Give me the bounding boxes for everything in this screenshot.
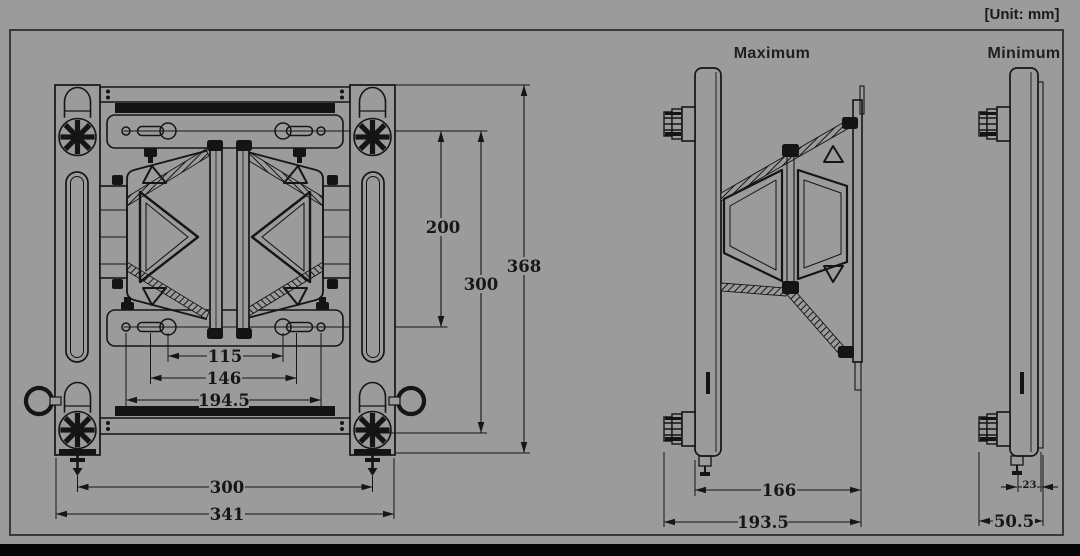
anchor-knob-icon [663, 106, 696, 142]
bottom-rail [106, 309, 344, 347]
side-view-maximum: Maximum [663, 45, 865, 476]
side-max-title: Maximum [734, 45, 811, 62]
dim-label-368: 368 [507, 257, 541, 276]
dim-label-193-5: 193.5 [737, 513, 789, 532]
wall-plate-side [694, 67, 722, 457]
side-view-minimum: Minimum [978, 45, 1060, 475]
side-min-title: Minimum [987, 45, 1060, 62]
unit-label: [Unit: mm] [985, 6, 1060, 23]
center-column [207, 140, 252, 339]
dim-label-50-5: 50.5 [994, 512, 1034, 531]
anchor-knob-icon [663, 411, 696, 447]
dim-label-166: 166 [762, 481, 796, 500]
border-frame [9, 29, 1064, 536]
dim-label-23: 23 [1023, 480, 1037, 491]
dim-label-115: 115 [208, 347, 242, 366]
front-view [26, 85, 488, 476]
wall-plate-side [1009, 67, 1039, 457]
dim-label-200: 200 [426, 218, 460, 237]
dim-label-341: 341 [210, 505, 244, 524]
footer-strip [0, 544, 1080, 556]
bottom-dark-bar [115, 406, 335, 416]
dim-label-underlays [199, 218, 1037, 530]
dim-labels: 200 300 368 115 146 194.5 300 341 166 19… [198, 218, 1036, 532]
anchor-knob-icon [978, 106, 1011, 142]
dim-label-300-bottom: 300 [210, 478, 244, 497]
anchor-knob-icon [978, 411, 1011, 447]
dim-label-194-5: 194.5 [198, 391, 250, 410]
dim-label-300-vertical: 300 [464, 275, 498, 294]
top-rail [106, 114, 344, 149]
top-dark-bar [115, 103, 335, 113]
dim-label-146: 146 [207, 369, 241, 388]
